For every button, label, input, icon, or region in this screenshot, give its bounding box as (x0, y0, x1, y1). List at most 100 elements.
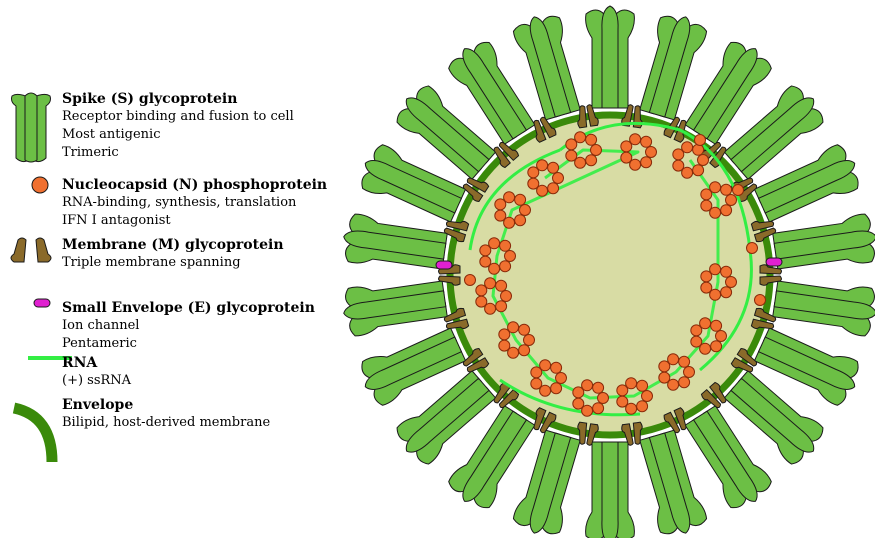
nucleocapsid-protein (530, 377, 543, 390)
nucleocapsid-protein (616, 384, 629, 397)
nucleocapsid-protein (709, 181, 722, 194)
spike-subunit (512, 429, 560, 527)
membrane-protein (750, 220, 777, 243)
nucleocapsid-protein (597, 392, 609, 404)
nucleocapsid-protein (710, 319, 723, 332)
nucleocapsid-protein (519, 204, 531, 216)
nucleocapsid-protein (725, 276, 737, 288)
nucleocapsid-protein (523, 334, 535, 346)
membrane-protein-subunit (673, 407, 687, 431)
membrane-protein (759, 264, 782, 286)
envelope-protein-layer (435, 257, 783, 270)
membrane-protein (621, 421, 643, 446)
legend-line: Receptor binding and fusion to cell (62, 109, 294, 124)
membrane-protein (493, 381, 520, 409)
nucleocapsid-protein (700, 199, 713, 212)
membrane-protein-subunit (586, 423, 599, 446)
nucleocapsid-protein (592, 402, 605, 415)
spike-subunit (773, 230, 875, 260)
spike (512, 429, 581, 535)
membrane-protein-subunit (539, 411, 557, 434)
spike-subunit (601, 441, 619, 538)
membrane-protein-subunit (759, 275, 782, 286)
membrane-protein-subunit (577, 421, 588, 445)
nucleocapsid-protein (692, 143, 705, 156)
nucleocapsid-protein (550, 382, 563, 395)
spike-subunit (753, 144, 847, 203)
envelope-protein (435, 260, 453, 270)
spike-subunit (684, 416, 747, 509)
legend-title: Spike (S) glycoprotein (62, 91, 238, 107)
nucleocapsid-protein (565, 138, 578, 151)
membrane-protein (730, 347, 758, 373)
membrane-protein-subunit (533, 119, 547, 143)
envelope-protein (765, 257, 783, 267)
nucleocapsid-protein (640, 156, 653, 169)
nucleocapsid-protein (694, 134, 706, 146)
nucleocapsid-protein (494, 209, 507, 222)
spike-subunit (364, 336, 463, 390)
spike-subunit (541, 435, 581, 535)
membrane-protein-subunit (493, 146, 511, 169)
legend-envelope-protein: Small Envelope (E) glycoprotein Ion chan… (8, 298, 348, 353)
spike (343, 213, 448, 270)
spike-subunit (702, 57, 772, 145)
rna-icon (28, 356, 72, 360)
nucleocapsid-protein (581, 404, 594, 417)
nucleocapsid-layer (464, 131, 766, 417)
nucleocapsid-protein (499, 260, 512, 273)
nucleocapsid-protein (484, 277, 497, 290)
nucleocapsid-protein (690, 335, 703, 348)
spike-subunit (585, 9, 607, 109)
spike-subunit (775, 243, 875, 270)
membrane-protein-subunit (498, 141, 520, 162)
spike (396, 85, 497, 180)
legend-title: Small Envelope (E) glycoprotein (62, 300, 315, 316)
nucleocapsid-protein (641, 390, 653, 402)
spike (723, 85, 824, 180)
legend-nucleocapsid: Nucleocapsid (N) phosphoprotein RNA-bind… (8, 176, 348, 230)
nucleocapsid-protein (699, 342, 712, 355)
nucleocapsid-protein (475, 284, 488, 297)
nucleocapsid-protein (672, 148, 685, 161)
spike (723, 370, 824, 465)
nucleocapsid-protein (581, 379, 594, 392)
nucleocapsid-protein (616, 395, 629, 408)
nucleocapsid-protein (475, 295, 488, 308)
nucleocapsid-protein (507, 346, 520, 359)
membrane-protein-subunit (493, 381, 511, 404)
membrane-protein-subunit (462, 347, 484, 367)
spike-subunit (512, 23, 560, 121)
nucleocapsid-protein (572, 386, 585, 399)
spike (585, 5, 635, 109)
spike (361, 144, 467, 223)
spike-subunit (373, 144, 467, 203)
nucleocapsid-protein (709, 288, 722, 301)
nucleocapsid-protein (479, 255, 492, 268)
nucleocapsid-protein (720, 204, 733, 217)
nucleocapsid-protein (709, 206, 722, 219)
legend-title: Membrane (M) glycoprotein (62, 237, 284, 253)
nucleocapsid-protein (625, 402, 638, 415)
legend-title: RNA (62, 355, 98, 371)
envelope-icon (12, 402, 58, 463)
spike (684, 405, 772, 509)
nucleocapsid-protein (590, 144, 602, 156)
spike (684, 41, 772, 145)
membrane-protein-subunit (533, 407, 547, 431)
nucleocapsid-protein (678, 376, 691, 389)
nucleocapsid-protein (629, 158, 642, 171)
spike-subunit (343, 230, 447, 260)
membrane-protein-subunit (577, 105, 588, 129)
nucleocapsid-protein (527, 166, 540, 179)
spike-subunit (473, 41, 536, 134)
membrane-protein-subunit (753, 227, 777, 243)
spike-subunit (648, 16, 691, 118)
nucleocapsid-protein (715, 330, 727, 342)
legend-line: IFN I antagonist (62, 213, 171, 228)
spike-subunit (529, 432, 572, 534)
nucleocapsid-protein (514, 193, 527, 206)
membrane-protein (462, 177, 490, 203)
nucleocapsid-protein (518, 323, 531, 336)
nucleocapsid-protein (645, 146, 657, 158)
